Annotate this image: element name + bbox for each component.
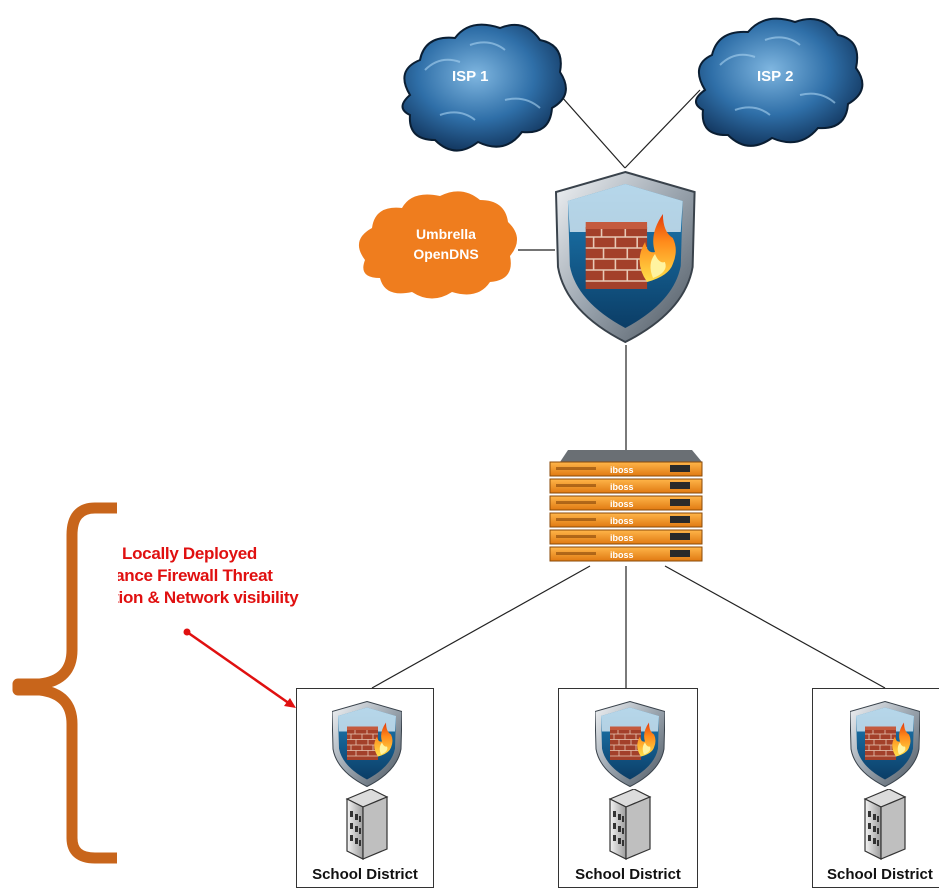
appliance-unit: iboss — [549, 546, 703, 562]
appliance-unit: iboss — [549, 512, 703, 528]
district-3-building-icon — [864, 789, 906, 860]
appliance-brand-label: iboss — [610, 550, 634, 560]
appliance-brand-label: iboss — [610, 465, 634, 475]
link-appliance-district3 — [664, 565, 886, 689]
district-3-label: School District — [827, 866, 933, 883]
iboss-appliance-units: iboss iboss iboss iboss iboss iboss — [549, 461, 703, 562]
isp2-label: ISP 2 — [757, 68, 794, 85]
district-3-firewall-icon — [850, 701, 920, 787]
district-2-label: School District — [575, 866, 681, 883]
annotation-line-2: vance Firewall Threat — [118, 566, 273, 585]
link-isp2-firewall — [624, 89, 701, 169]
appliance-brand-label: iboss — [610, 482, 634, 492]
umbrella-opendns-cloud-icon — [358, 191, 518, 299]
isp1-label: ISP 1 — [452, 68, 489, 85]
annotation-arrow — [183, 628, 296, 708]
dns-label-line1: Umbrella — [416, 226, 476, 242]
annotation-line-1: Locally Deployed — [122, 544, 258, 563]
iboss-appliance-stack-icon — [560, 450, 702, 462]
district-1-building-icon — [346, 789, 388, 860]
main-firewall-shield-icon — [555, 171, 696, 343]
link-appliance-district1 — [371, 565, 591, 689]
appliance-unit: iboss — [549, 529, 703, 545]
appliance-unit: iboss — [549, 461, 703, 477]
school-district-box-1: School District — [296, 688, 434, 888]
district-2-building-icon — [609, 789, 651, 860]
appliance-brand-label: iboss — [610, 499, 634, 509]
isp1-cloud-icon — [401, 23, 567, 152]
appliance-brand-label: iboss — [610, 533, 634, 543]
isp2-cloud-icon — [695, 17, 864, 147]
district-1-label: School District — [312, 866, 418, 883]
curly-bracket — [12, 502, 117, 864]
district-2-firewall-icon — [595, 701, 665, 787]
dns-label-line2: OpenDNS — [413, 246, 479, 262]
appliance-brand-label: iboss — [610, 516, 634, 526]
school-district-box-2: School District — [558, 688, 698, 888]
appliance-unit: iboss — [549, 478, 703, 494]
school-district-box-3: School District — [812, 688, 939, 888]
annotation-text: Locally Deployed vance Firewall Threat c… — [118, 543, 358, 609]
district-1-firewall-icon — [332, 701, 402, 787]
annotation-line-3: ction & Network visibility — [118, 588, 299, 607]
appliance-unit: iboss — [549, 495, 703, 511]
